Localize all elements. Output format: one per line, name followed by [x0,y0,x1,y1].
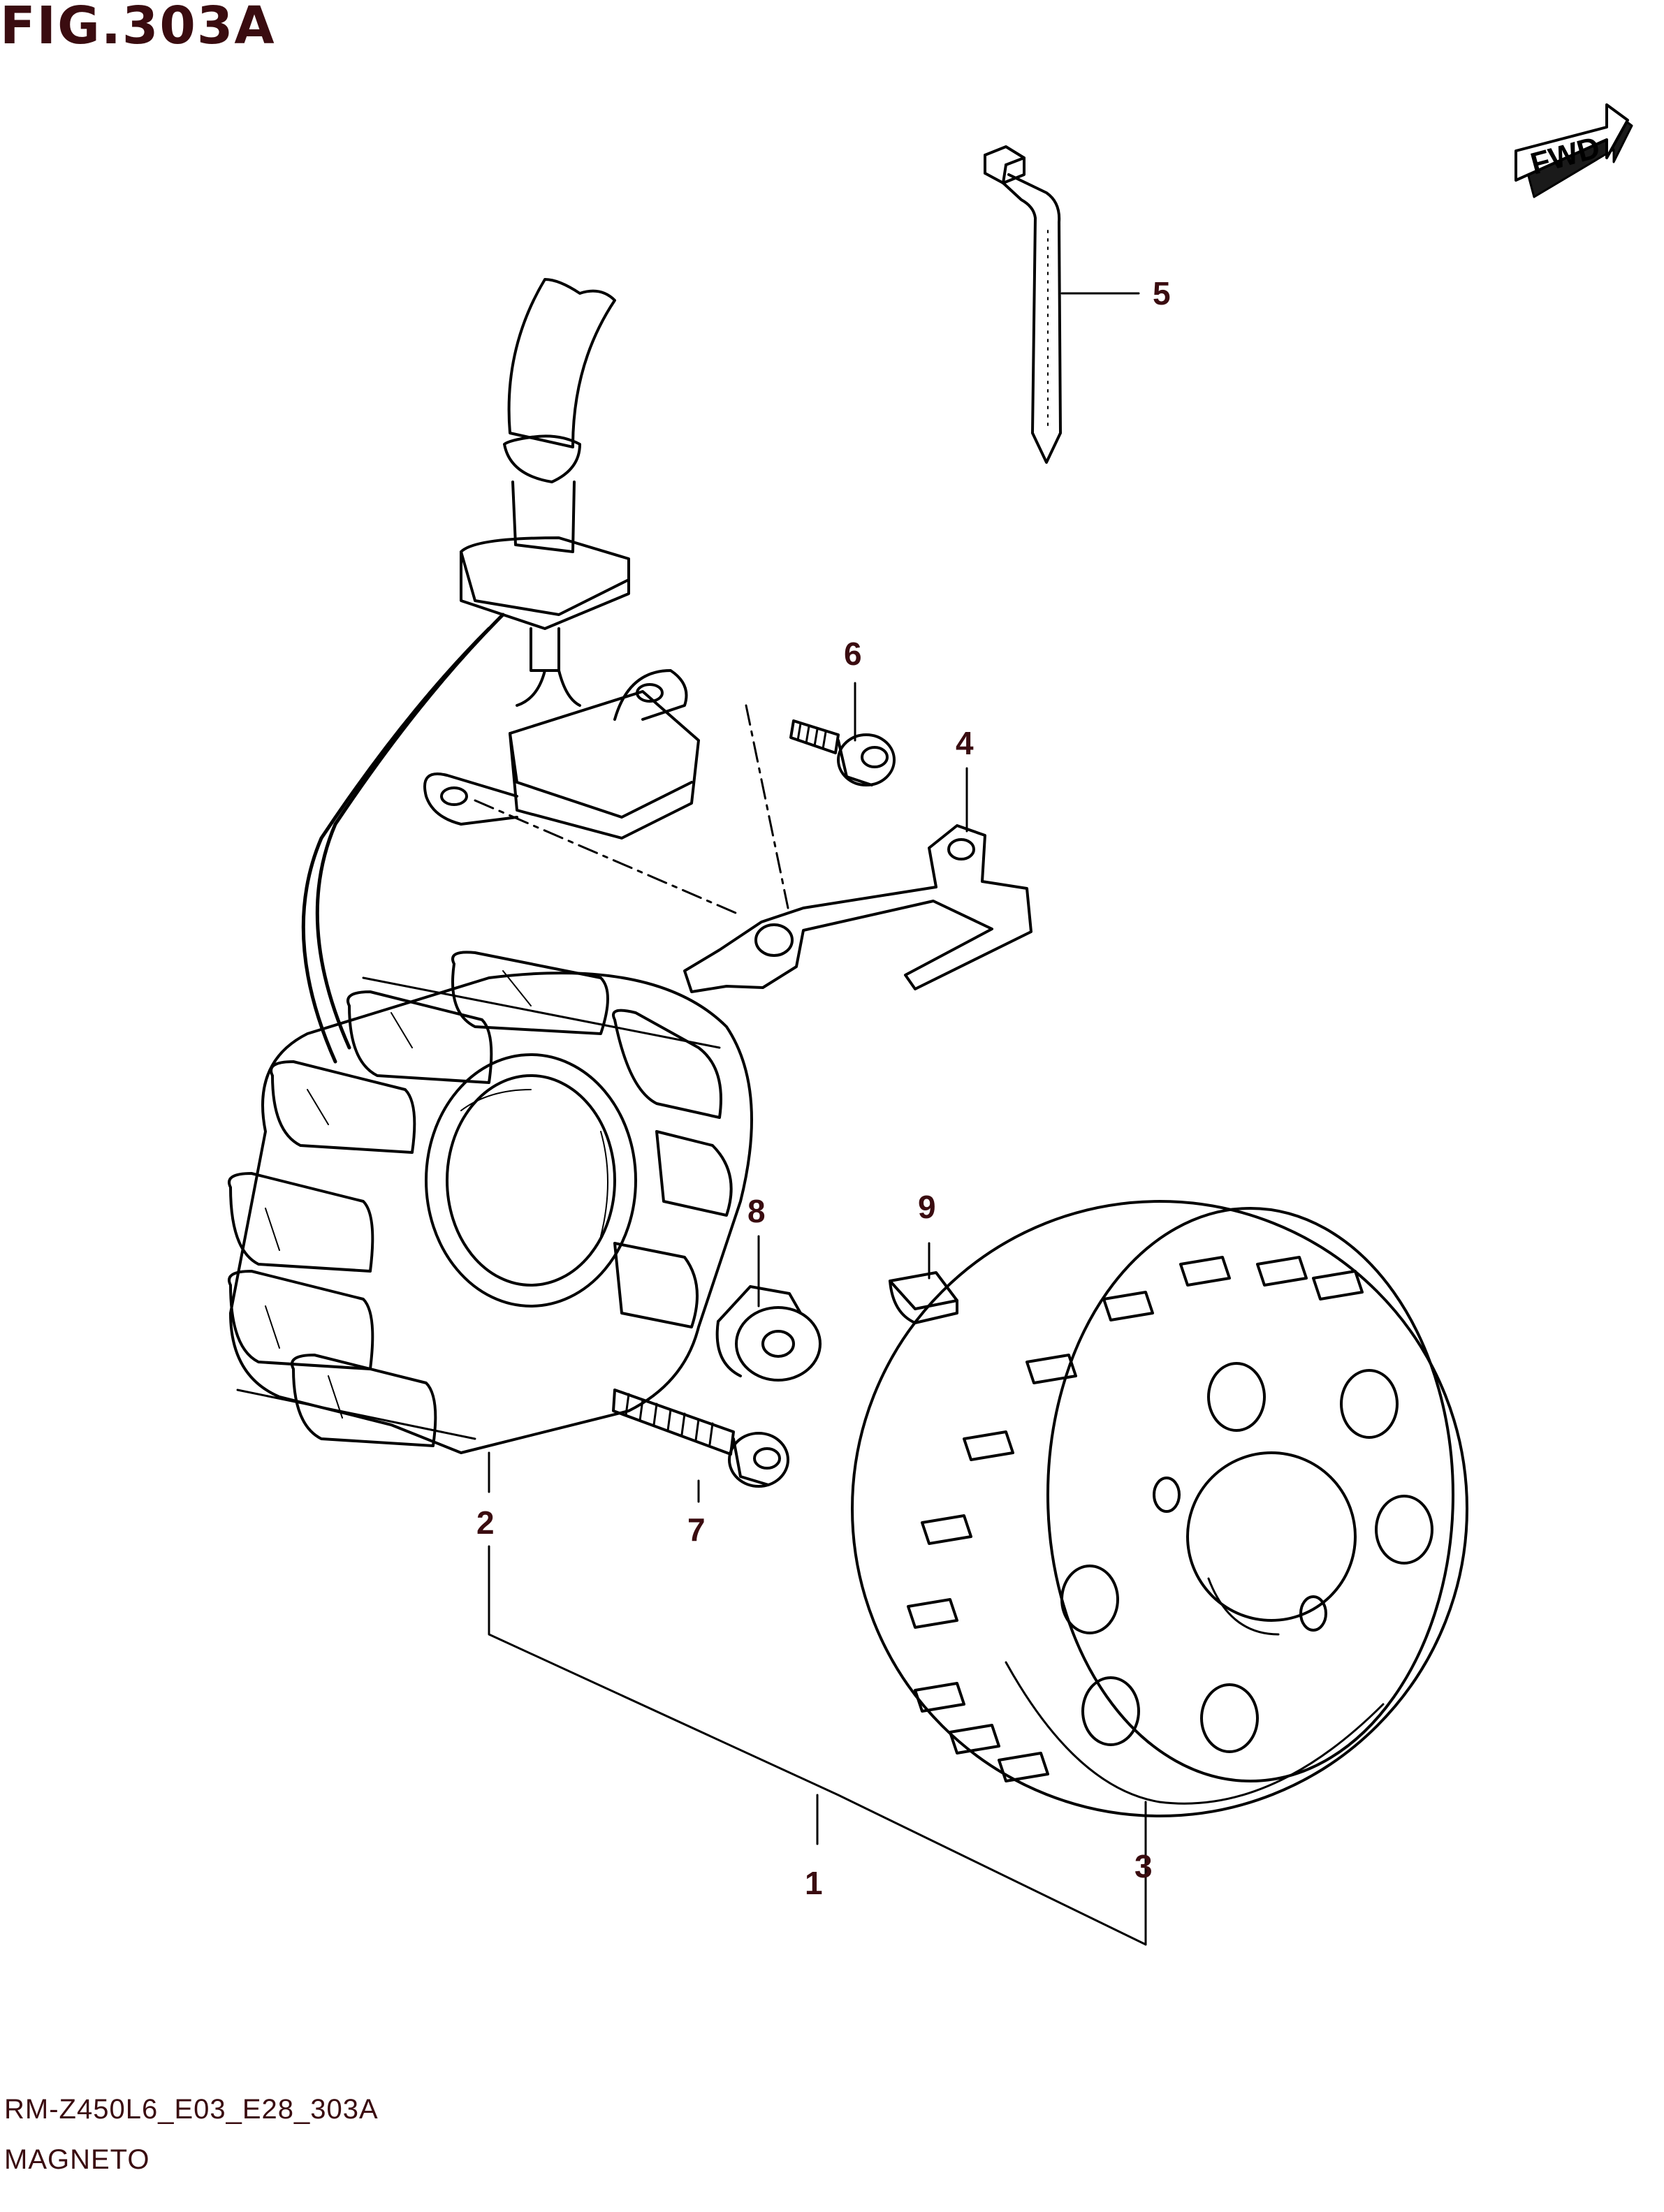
callout-number-6: 6 [844,636,862,672]
callout-number-1: 1 [805,1865,823,1901]
callout-number-8: 8 [747,1193,766,1229]
cable-tie-drawing [984,145,1062,464]
diagram-code: RM-Z450L6_E03_E28_303A [4,2094,379,2125]
bolt-7-drawing [612,1389,789,1488]
callout-number-9: 9 [918,1189,936,1225]
callout-number-4: 4 [956,725,974,761]
fwd-arrow-icon: FWD [1515,103,1633,198]
bolt-6-drawing [789,719,896,786]
section-name: MAGNETO [4,2144,150,2175]
callout-number-2: 2 [476,1504,495,1541]
leader-lines [488,292,1147,1946]
stator-drawing [228,951,753,1454]
callout-number-7: 7 [687,1511,706,1548]
callout-number-5: 5 [1153,275,1171,312]
key-drawing [889,1271,958,1324]
collar-drawing [715,1285,822,1382]
figure-title: FIG.303A [0,0,276,56]
pickup-coil-drawing [423,669,700,840]
rotor-drawing [851,1200,1468,1817]
wiring-lead-drawing [301,278,630,1064]
callout-number-3: 3 [1134,1848,1153,1884]
clamp-drawing [683,824,1032,993]
